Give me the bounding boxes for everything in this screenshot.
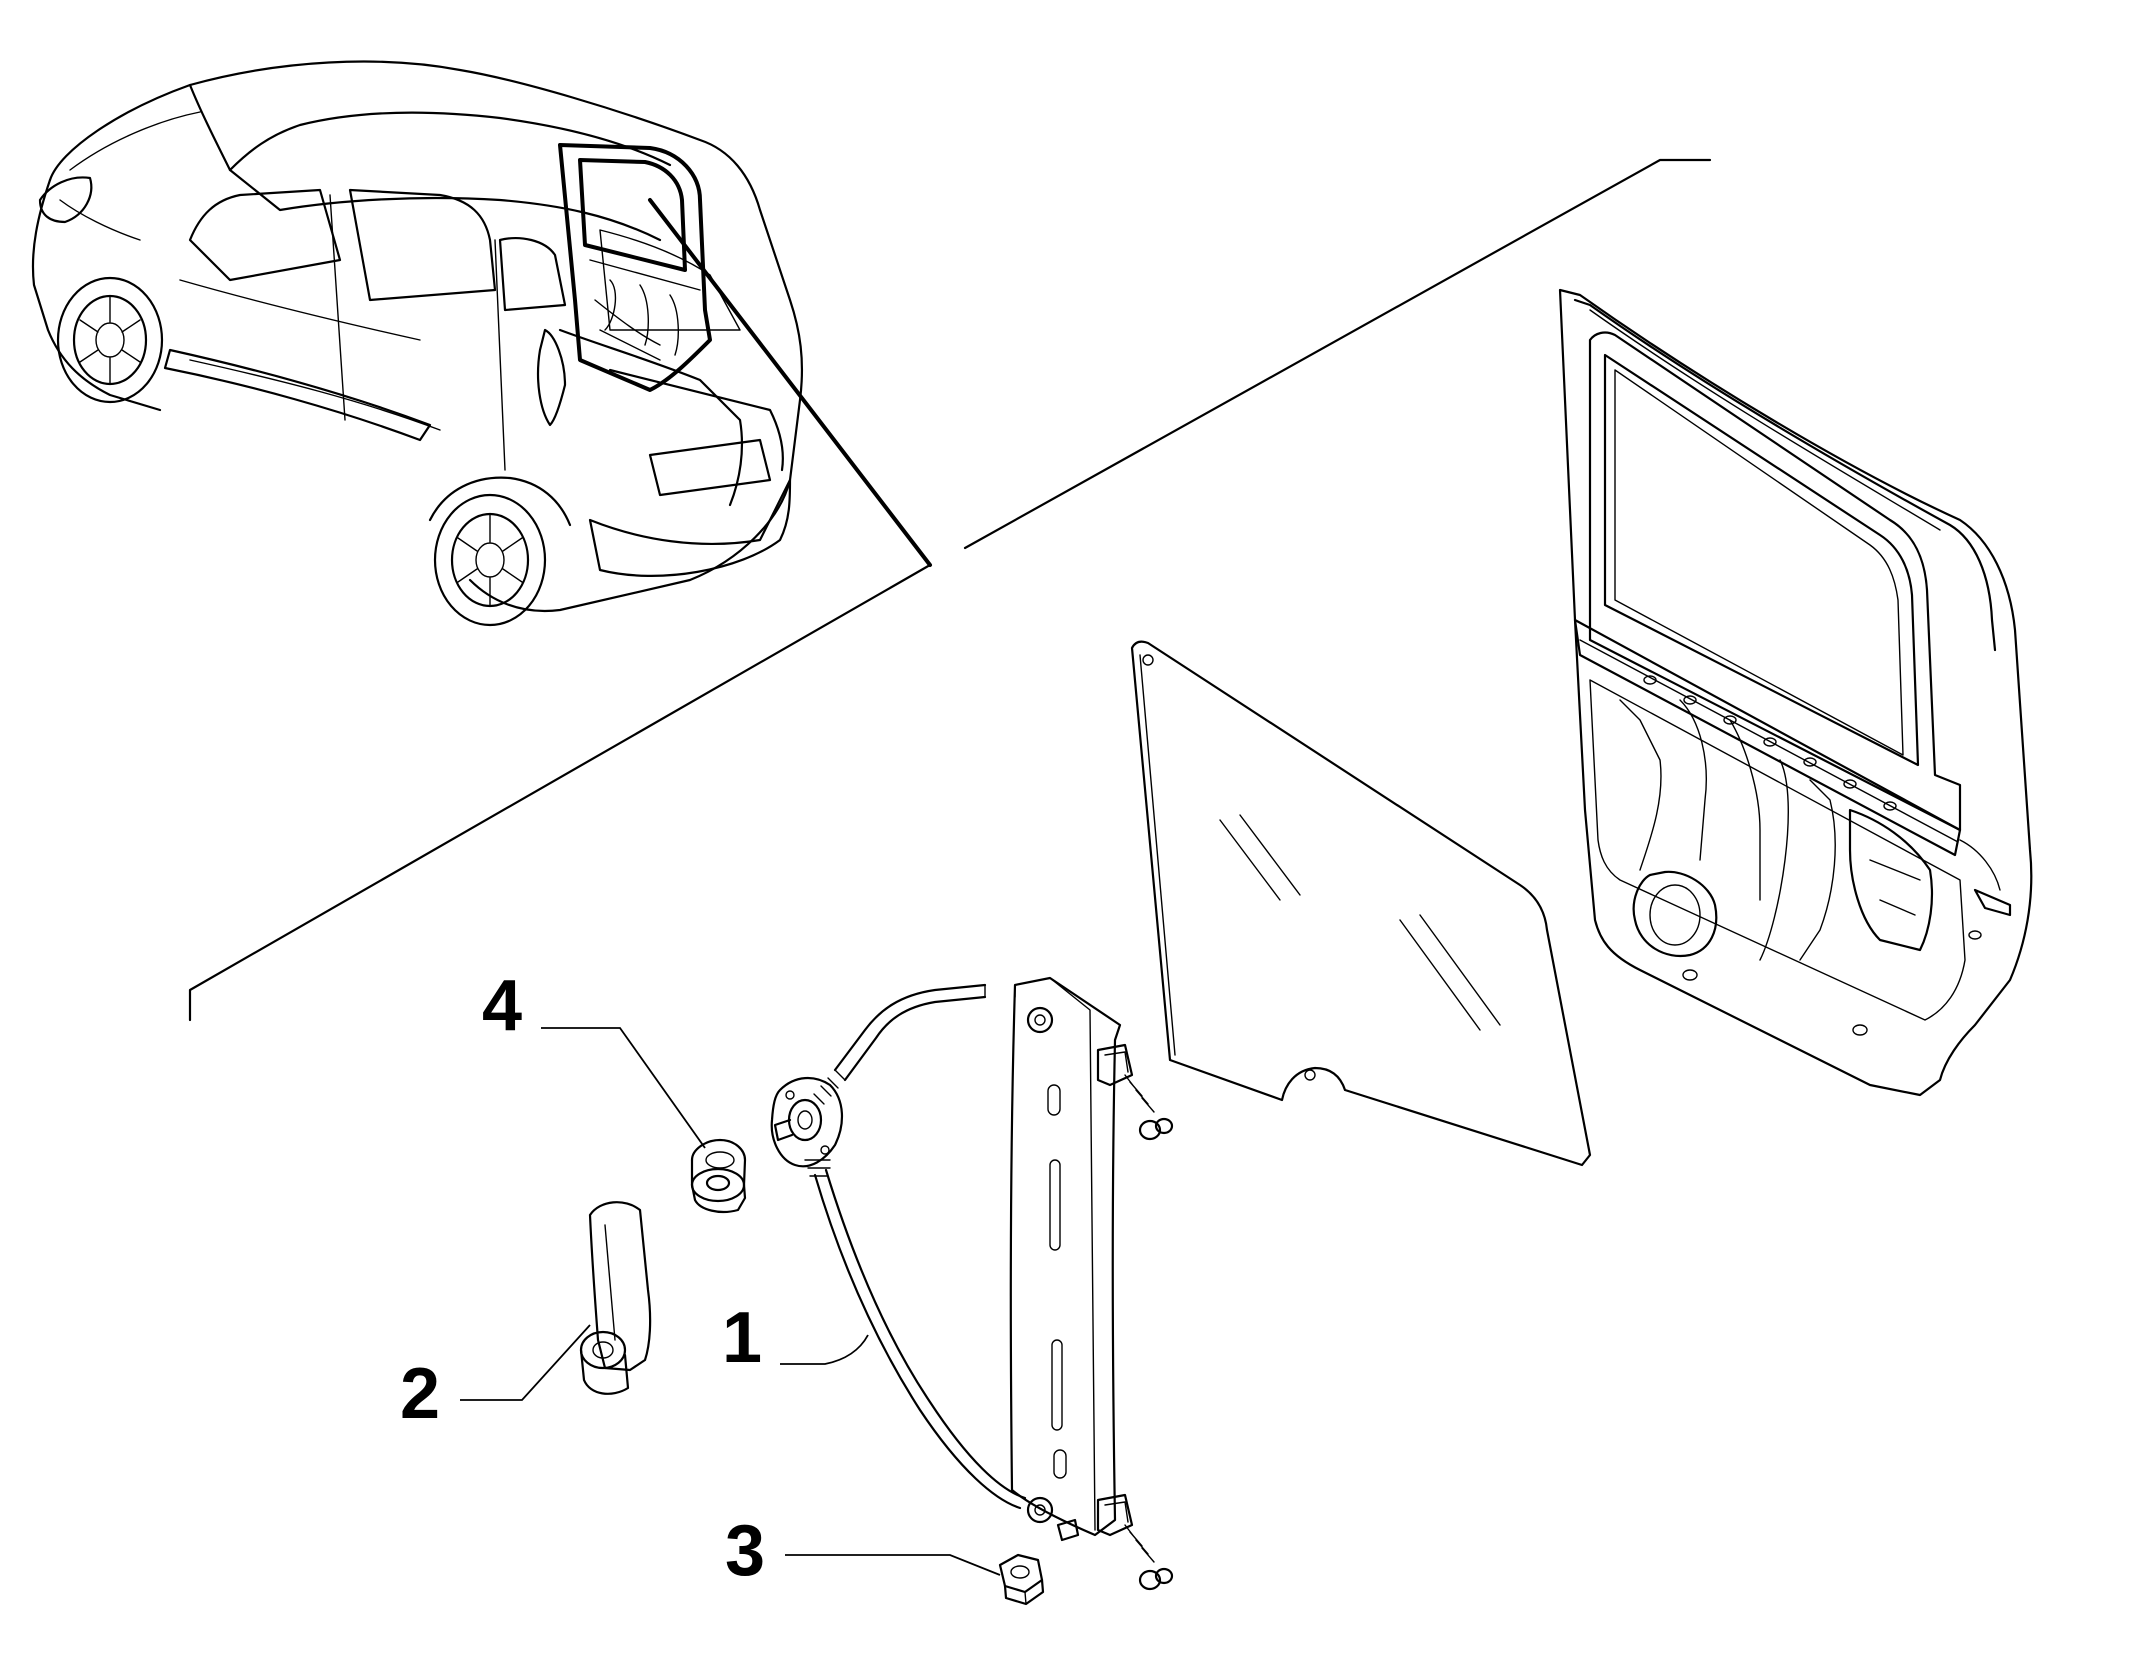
inset-frame [188,158,1712,1022]
window-glass [1130,640,1592,1167]
callout-3: 3 [725,1511,766,1591]
callout-2: 2 [400,1354,441,1434]
car-rear-overview [31,60,932,627]
door-panel [1558,288,2033,1097]
crank-handle [579,1201,652,1395]
callout-1: 1 [722,1298,763,1378]
callout-4: 4 [482,966,523,1046]
bushing [690,1138,747,1214]
leader-lines [460,1027,1001,1576]
window-regulator [770,976,1174,1591]
hex-nut [998,1553,1045,1606]
